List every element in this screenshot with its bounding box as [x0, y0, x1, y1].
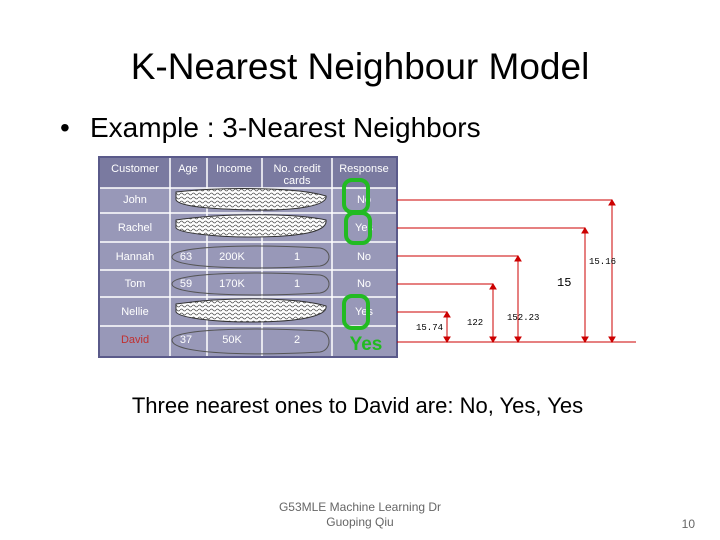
- cell-response-tom: No: [357, 278, 371, 290]
- cell-customer-john: John: [123, 194, 147, 206]
- table-grid: [100, 158, 396, 356]
- cell-customer-nellie: Nellie: [121, 306, 149, 318]
- cell-customer-david: David: [121, 334, 149, 346]
- cell-age-hannah: 63: [180, 251, 192, 263]
- cell-cards-tom: 1: [294, 278, 300, 290]
- bullet-item: • Example : 3-Nearest Neighbors: [60, 112, 481, 144]
- bullet-marker: •: [60, 112, 70, 143]
- cell-customer-tom: Tom: [125, 278, 146, 290]
- distance-label-nellie: 15.74: [416, 323, 443, 333]
- distance-arrow-rachel-top: [581, 227, 589, 234]
- slide-title: K-Nearest Neighbour Model: [130, 46, 590, 87]
- distance-arrow-nellie-bottom: [443, 336, 451, 343]
- cell-customer-rachel: Rachel: [118, 222, 152, 234]
- distance-arrow-tom-bottom: [489, 336, 497, 343]
- summary-text: Three nearest ones to David are: No, Yes…: [131, 393, 584, 418]
- hatched-blob-rachel: [175, 214, 327, 238]
- header-customer: Customer: [111, 163, 159, 175]
- distance-arrow-hannah-top: [514, 255, 522, 262]
- cell-customer-hannah: Hannah: [116, 251, 155, 263]
- footer-line-1: G53MLE Machine Learning Dr: [278, 500, 442, 514]
- distance-label-tom: 122: [467, 318, 483, 328]
- distance-arrow-john-top: [608, 199, 616, 206]
- distance-arrow-john-bottom: [608, 336, 616, 343]
- hatched-blob-nellie: [175, 298, 327, 323]
- nearest-highlight-rachel: [344, 211, 372, 245]
- distance-label-john: 15.16: [589, 257, 616, 267]
- distance-arrow-hannah-bottom: [514, 336, 522, 343]
- bullet-text: Example : 3-Nearest Neighbors: [90, 112, 481, 143]
- header-income: Income: [216, 163, 252, 175]
- distance-arrow-tom-top: [489, 283, 497, 290]
- cell-income-tom: 170K: [219, 278, 245, 290]
- cell-age-david: 37: [180, 334, 192, 346]
- distance-arrow-nellie-top: [443, 311, 451, 318]
- header-age: Age: [178, 163, 198, 175]
- table-frame: [98, 156, 398, 358]
- cell-income-hannah: 200K: [219, 251, 245, 263]
- header-credit-cards-line1: No. credit: [273, 163, 320, 175]
- value-oval-david: [171, 328, 330, 355]
- footer-line-2: Guoping Qiu: [326, 515, 394, 529]
- header-response: Response: [339, 163, 389, 175]
- predicted-response-david: Yes: [350, 334, 383, 355]
- page-number: 10: [681, 517, 695, 531]
- header-credit-cards-line2: cards: [284, 175, 311, 187]
- cell-response-hannah: No: [357, 251, 371, 263]
- footer: G53MLE Machine Learning Dr Guoping Qiu: [250, 500, 470, 530]
- value-oval-tom: [171, 272, 330, 296]
- cell-income-david: 50K: [222, 334, 242, 346]
- cell-response-nellie: Yes: [355, 306, 373, 318]
- hatched-blob-john: [175, 188, 327, 211]
- distance-label-hannah: 152.23: [507, 313, 539, 323]
- distance-label-rachel: 15: [557, 276, 571, 290]
- value-oval-hannah: [171, 245, 330, 269]
- cell-age-tom: 59: [180, 278, 192, 290]
- distance-arrow-rachel-bottom: [581, 336, 589, 343]
- nearest-highlight-nellie: [342, 294, 370, 330]
- cell-cards-hannah: 1: [294, 251, 300, 263]
- cell-cards-david: 2: [294, 334, 300, 346]
